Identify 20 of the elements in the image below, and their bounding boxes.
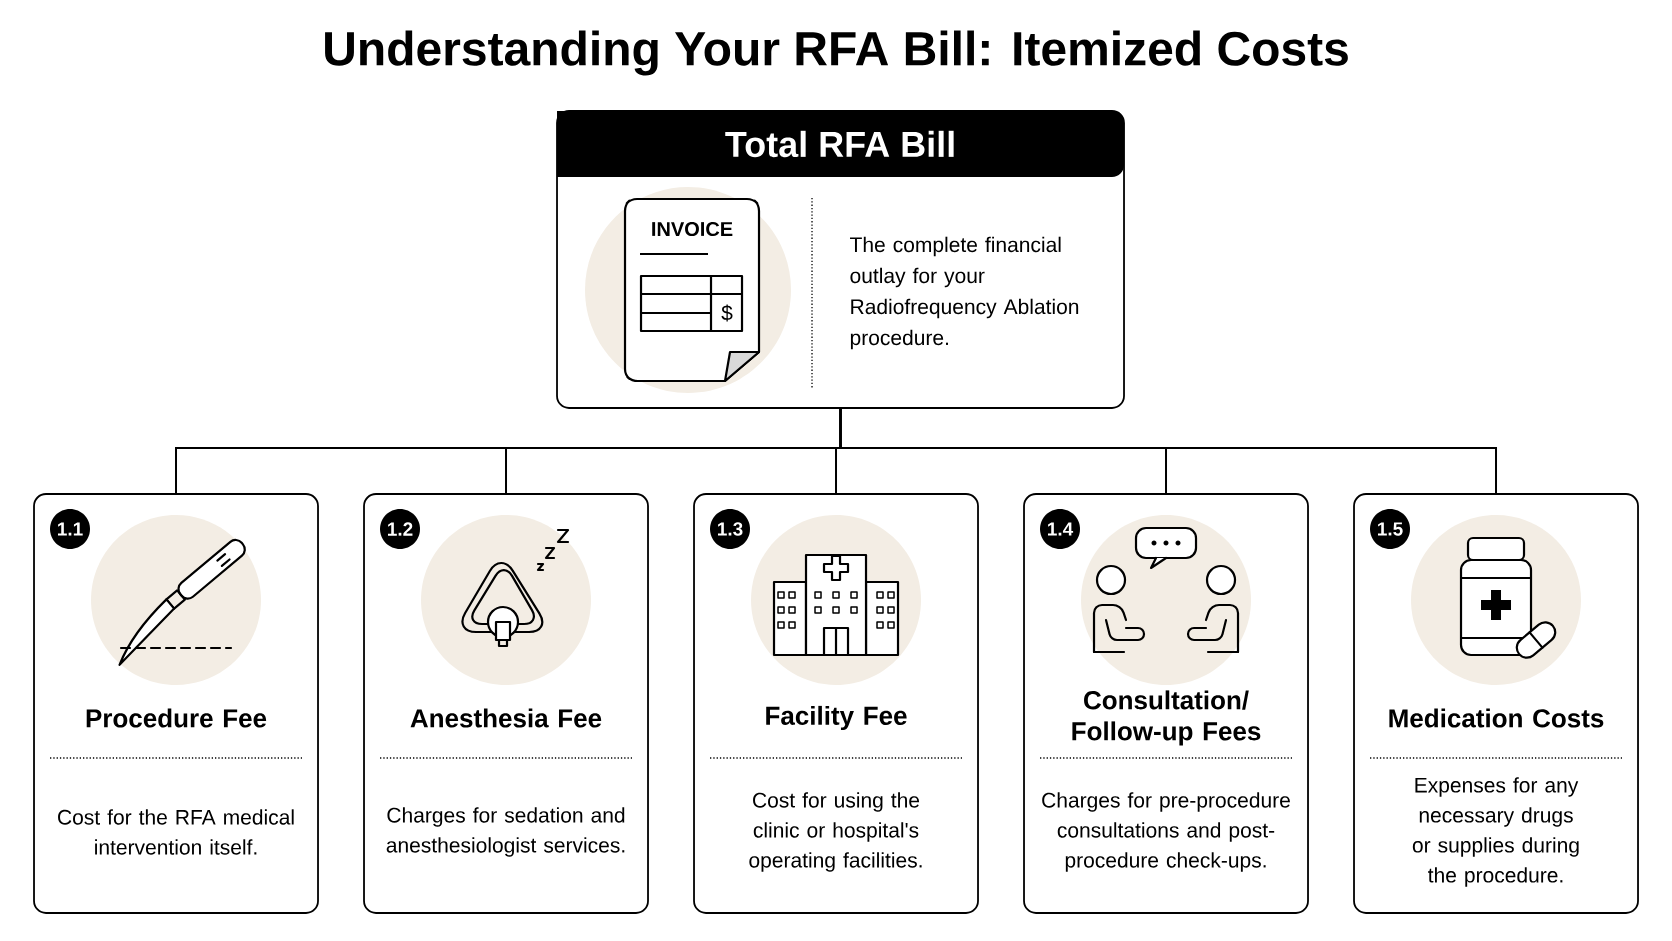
- title: Understanding Your RFA Bill: Itemized Costs: [325, 30, 1348, 76]
- card-description: Charges for sedation and anesthesiologist services.: [386, 807, 625, 857]
- card-title: Anesthesia Fee: [410, 708, 602, 728]
- card-description: Charges for pre-procedure consultations and post-procedure check-ups.: [1042, 792, 1290, 872]
- card-title: Medication Costs: [1389, 708, 1604, 728]
- card-title: Consultation/ Follow-up Fees: [1072, 690, 1261, 746]
- number-badge: 1.1: [50, 509, 90, 549]
- number-badge: 1.5: [1370, 509, 1410, 549]
- summary-text: The complete financial outlay for your Radiofrequency Ablation procedure.: [850, 236, 1079, 350]
- invoice-label: INVOICE: [652, 221, 733, 237]
- card-title: Facility Fee: [766, 705, 907, 731]
- card-description: Cost for using the clinic or hospital's operating facilities.: [749, 792, 922, 872]
- card-description: Cost for the RFA medical intervention itself.: [58, 809, 294, 855]
- dollar-sign: $: [721, 304, 733, 322]
- number-badge: 1.4: [1040, 509, 1080, 549]
- card-description: Expenses for any necessary drugs or supplies during the procedure.: [1412, 777, 1579, 887]
- connector-line: [839, 407, 1497, 495]
- number-badge: 1.2: [380, 509, 420, 549]
- card-title: Procedure Fee: [86, 708, 267, 728]
- number-badge: 1.3: [710, 509, 750, 549]
